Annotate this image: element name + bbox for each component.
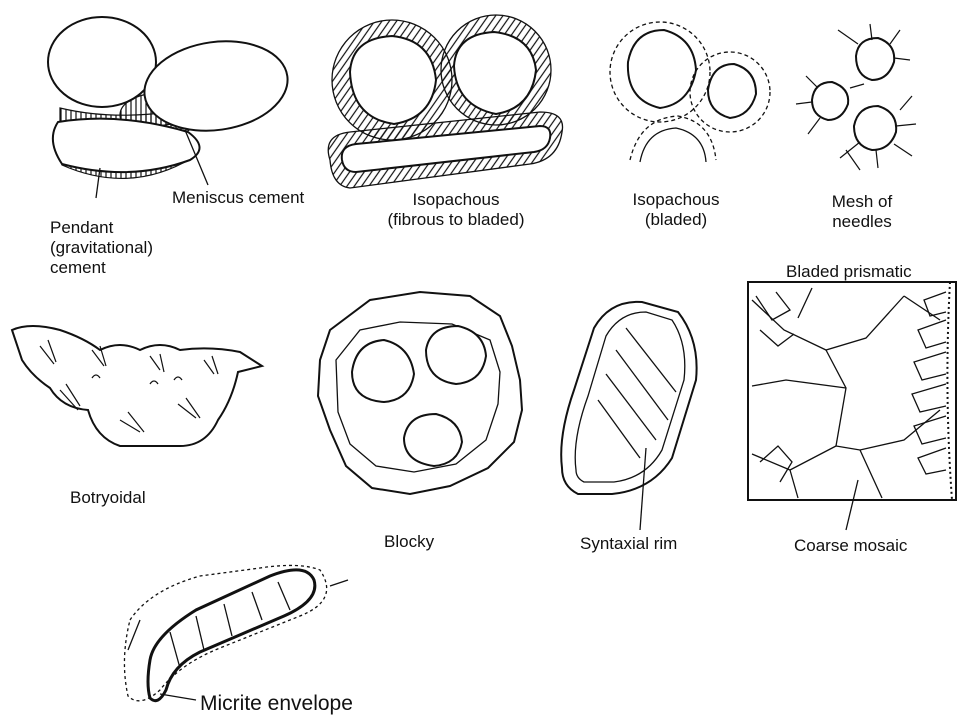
label-mesh-line1: Mesh of	[832, 192, 892, 212]
label-botryoidal: Botryoidal	[70, 488, 146, 508]
label-micrite-envelope: Micrite envelope	[200, 694, 353, 714]
label-blocky: Blocky	[384, 532, 434, 552]
label-isopachous-fibrous-line1: Isopachous	[413, 190, 500, 210]
isopachous-fibrous-drawing	[328, 15, 562, 188]
label-pendant-line3: cement	[50, 258, 106, 278]
label-isopachous-fibrous-line2: (fibrous to bladed)	[387, 210, 524, 230]
label-isopachous-bladed-line2: (bladed)	[645, 210, 707, 230]
label-syntaxial-rim: Syntaxial rim	[580, 534, 677, 554]
label-coarse-mosaic: Coarse mosaic	[794, 536, 907, 556]
botryoidal-drawing	[12, 326, 262, 446]
label-mesh-line2: needles	[832, 212, 892, 232]
micrite-envelope-drawing	[124, 565, 348, 700]
pendant-meniscus-drawing	[48, 17, 293, 198]
syntaxial-rim-drawing	[561, 302, 696, 530]
label-isopachous-bladed-line1: Isopachous	[633, 190, 720, 210]
mesh-of-needles-drawing	[796, 24, 916, 170]
label-pendant-line2: (gravitational)	[50, 238, 153, 258]
coarse-mosaic-drawing	[748, 282, 956, 530]
label-bladed-prismatic: Bladed prismatic	[786, 262, 912, 282]
label-pendant-line1: Pendant	[50, 218, 113, 238]
label-meniscus-cement: Meniscus cement	[172, 188, 304, 208]
isopachous-bladed-drawing	[610, 22, 770, 162]
blocky-drawing	[318, 292, 522, 494]
